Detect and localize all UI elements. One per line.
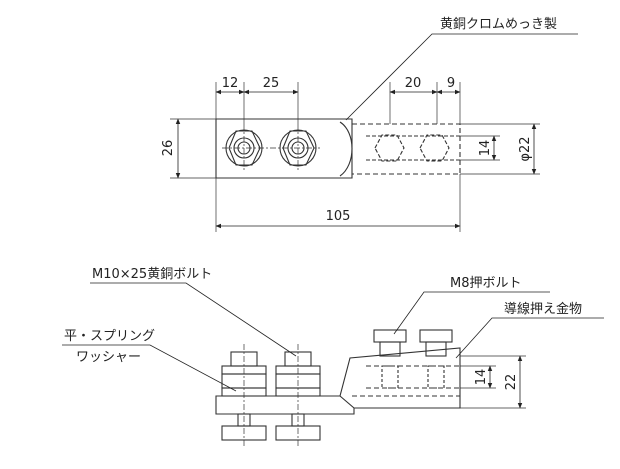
top-view-dimensions bbox=[175, 33, 578, 229]
label-washer-line2: ワッシャー bbox=[76, 350, 141, 365]
m8-hex-2 bbox=[419, 134, 450, 162]
side-view bbox=[215, 329, 526, 446]
top-view bbox=[170, 82, 540, 232]
dim-25: 25 bbox=[263, 76, 280, 91]
dim-dia22: φ22 bbox=[518, 136, 533, 161]
barrel-outline bbox=[352, 123, 461, 175]
leader-bolt-m8 bbox=[393, 291, 550, 335]
m8-hex-1 bbox=[374, 134, 405, 162]
leader-bolt-m10 bbox=[90, 282, 297, 357]
label-washer-line1: 平・スプリング bbox=[64, 329, 155, 344]
side-barrel-outline bbox=[339, 347, 461, 409]
side-view-text: 14 22 M10×25黄銅ボルト 平・スプリング ワッシャー M8押ボルト 導… bbox=[64, 267, 582, 390]
label-bolt-m10: M10×25黄銅ボルト bbox=[92, 267, 212, 282]
terminal-body-outline bbox=[215, 118, 353, 179]
label-material: 黄銅クロムめっき製 bbox=[440, 17, 557, 32]
dim-105: 105 bbox=[326, 209, 351, 224]
dim-14-top: 14 bbox=[478, 140, 493, 157]
side-plate-outline bbox=[215, 395, 355, 415]
label-bolt-m8: M8押ボルト bbox=[450, 276, 522, 291]
top-view-dimension-text: 12 25 20 9 26 14 φ22 105 黄銅クロムめっき製 bbox=[161, 17, 557, 224]
dim-9: 9 bbox=[447, 76, 455, 91]
dim-14-side: 14 bbox=[474, 369, 489, 386]
side-view-dimensions bbox=[62, 282, 604, 409]
label-clamp: 導線押え金物 bbox=[504, 301, 582, 317]
m8-bolt-2-head bbox=[419, 329, 453, 343]
leader-clamp bbox=[455, 317, 604, 359]
dim-22-side: 22 bbox=[504, 374, 519, 391]
leader-material bbox=[345, 33, 578, 121]
dim-20: 20 bbox=[405, 76, 422, 91]
m8-bolt-1-head bbox=[373, 329, 407, 343]
terminal-body-curve bbox=[339, 121, 353, 177]
leader-washer bbox=[62, 344, 237, 392]
dim-12: 12 bbox=[222, 76, 239, 91]
dim-26: 26 bbox=[161, 140, 176, 157]
